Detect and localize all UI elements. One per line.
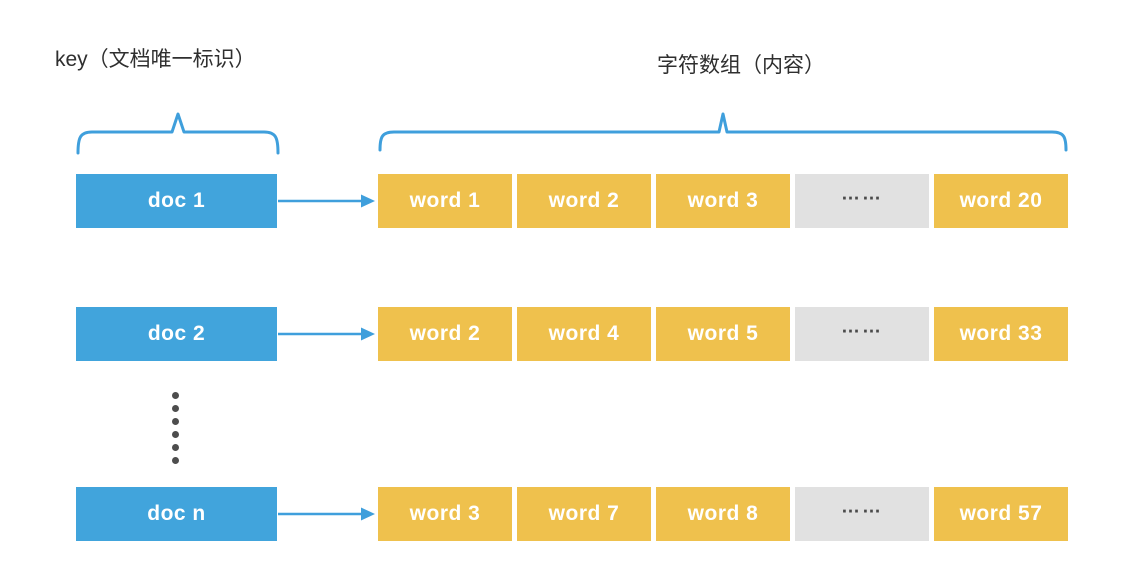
doc-box: doc n bbox=[76, 487, 277, 541]
ellipsis-cell: …… bbox=[795, 487, 929, 541]
word-cell: word 20 bbox=[934, 174, 1068, 228]
content-column-label: 字符数组（内容） bbox=[657, 54, 825, 77]
word-cell: word 7 bbox=[517, 487, 651, 541]
doc-row-n: doc n word 3 word 7 word 8 …… word 57 bbox=[76, 487, 1068, 541]
word-cell: word 1 bbox=[378, 174, 512, 228]
ellipsis-cell: …… bbox=[795, 174, 929, 228]
right-brace-icon bbox=[378, 112, 1068, 152]
word-cell: word 5 bbox=[656, 307, 790, 361]
ellipsis-text: …… bbox=[841, 496, 883, 518]
word-cell: word 2 bbox=[517, 174, 651, 228]
right-arrow-icon bbox=[277, 487, 378, 541]
doc-box: doc 1 bbox=[76, 174, 277, 228]
word-cell: word 3 bbox=[656, 174, 790, 228]
word-cell: word 33 bbox=[934, 307, 1068, 361]
doc-box: doc 2 bbox=[76, 307, 277, 361]
ellipsis-text: …… bbox=[841, 183, 883, 205]
word-array: word 3 word 7 word 8 …… word 57 bbox=[378, 487, 1068, 541]
word-cell: word 4 bbox=[517, 307, 651, 361]
vertical-dots-icon bbox=[172, 392, 179, 464]
right-arrow-icon bbox=[277, 307, 378, 361]
word-cell: word 2 bbox=[378, 307, 512, 361]
ellipsis-text: …… bbox=[841, 316, 883, 338]
doc-row-2: doc 2 word 2 word 4 word 5 …… word 33 bbox=[76, 307, 1068, 361]
key-column-label: key（文档唯一标识） bbox=[55, 48, 256, 71]
ellipsis-cell: …… bbox=[795, 307, 929, 361]
word-cell: word 3 bbox=[378, 487, 512, 541]
word-cell: word 57 bbox=[934, 487, 1068, 541]
right-arrow-icon bbox=[277, 174, 378, 228]
left-brace-icon bbox=[76, 112, 280, 155]
word-cell: word 8 bbox=[656, 487, 790, 541]
word-array: word 2 word 4 word 5 …… word 33 bbox=[378, 307, 1068, 361]
doc-row-1: doc 1 word 1 word 2 word 3 …… word 20 bbox=[76, 174, 1068, 228]
word-array: word 1 word 2 word 3 …… word 20 bbox=[378, 174, 1068, 228]
